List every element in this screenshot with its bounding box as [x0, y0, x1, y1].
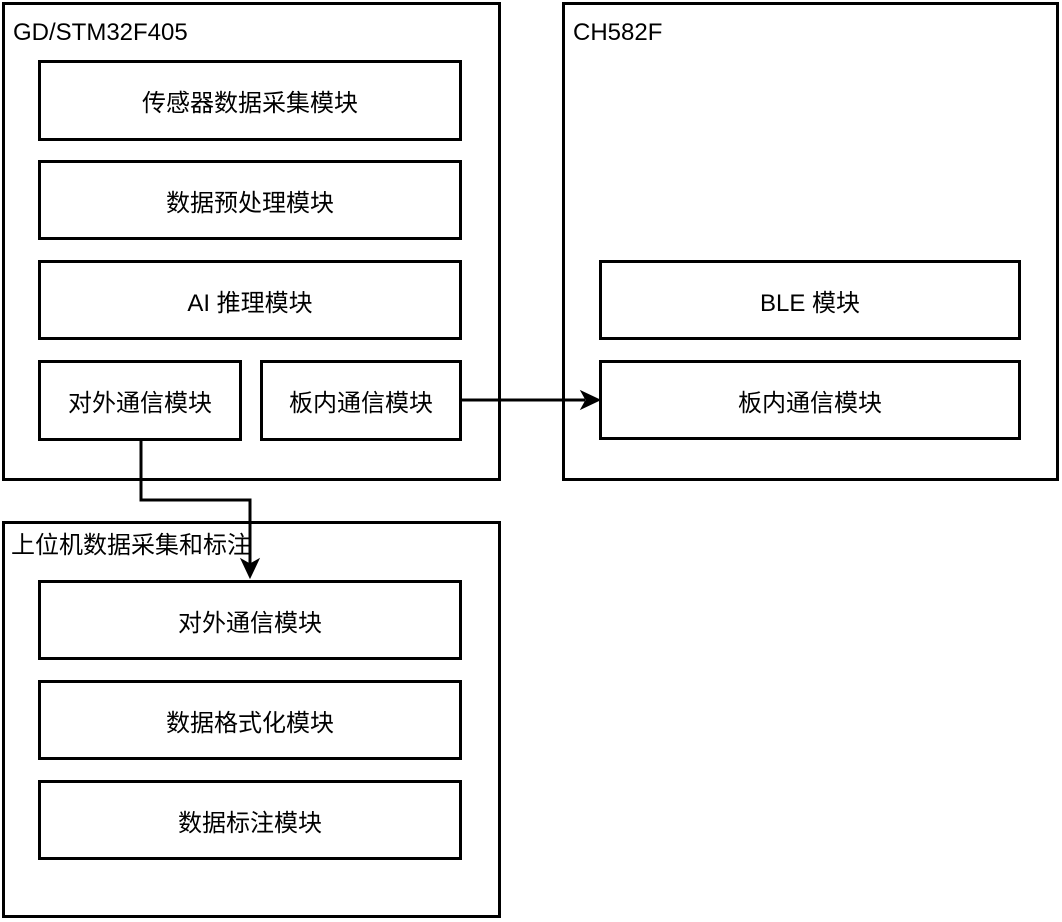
module-onboard-comm-mcu-label: 板内通信模块 — [289, 390, 433, 417]
module-ai-inference-label: AI 推理模块 — [187, 289, 313, 317]
module-data-formatting-label: 数据格式化模块 — [166, 709, 334, 737]
container-gd-stm32f405-label: GD/STM32F405 — [13, 19, 188, 46]
module-data-formatting: 数据格式化模块 — [38, 680, 462, 760]
module-data-preprocessing: 数据预处理模块 — [38, 160, 462, 240]
container-host-annotation-label: 上位机数据采集和标注 — [11, 532, 251, 559]
module-data-annotation-label: 数据标注模块 — [178, 809, 322, 837]
module-external-comm-host: 对外通信模块 — [38, 580, 462, 660]
module-ble: BLE 模块 — [599, 260, 1021, 340]
module-external-comm-mcu: 对外通信模块 — [38, 360, 242, 441]
module-sensor-data-acquisition-label: 传感器数据采集模块 — [142, 90, 358, 117]
module-onboard-comm-ch582f-label: 板内通信模块 — [738, 389, 882, 417]
container-ch582f-label: CH582F — [573, 19, 663, 46]
module-external-comm-host-label: 对外通信模块 — [178, 609, 322, 637]
module-ai-inference: AI 推理模块 — [38, 260, 462, 340]
module-external-comm-mcu-label: 对外通信模块 — [68, 390, 212, 417]
module-ble-label: BLE 模块 — [759, 289, 861, 317]
container-gd-stm32f405: GD/STM32F405 — [2, 2, 501, 481]
module-data-annotation: 数据标注模块 — [38, 780, 462, 860]
module-onboard-comm-ch582f: 板内通信模块 — [599, 360, 1021, 440]
container-ch582f: CH582F — [562, 2, 1059, 481]
module-data-preprocessing-label: 数据预处理模块 — [166, 189, 334, 217]
module-onboard-comm-mcu: 板内通信模块 — [260, 360, 462, 441]
module-sensor-data-acquisition: 传感器数据采集模块 — [38, 60, 462, 141]
